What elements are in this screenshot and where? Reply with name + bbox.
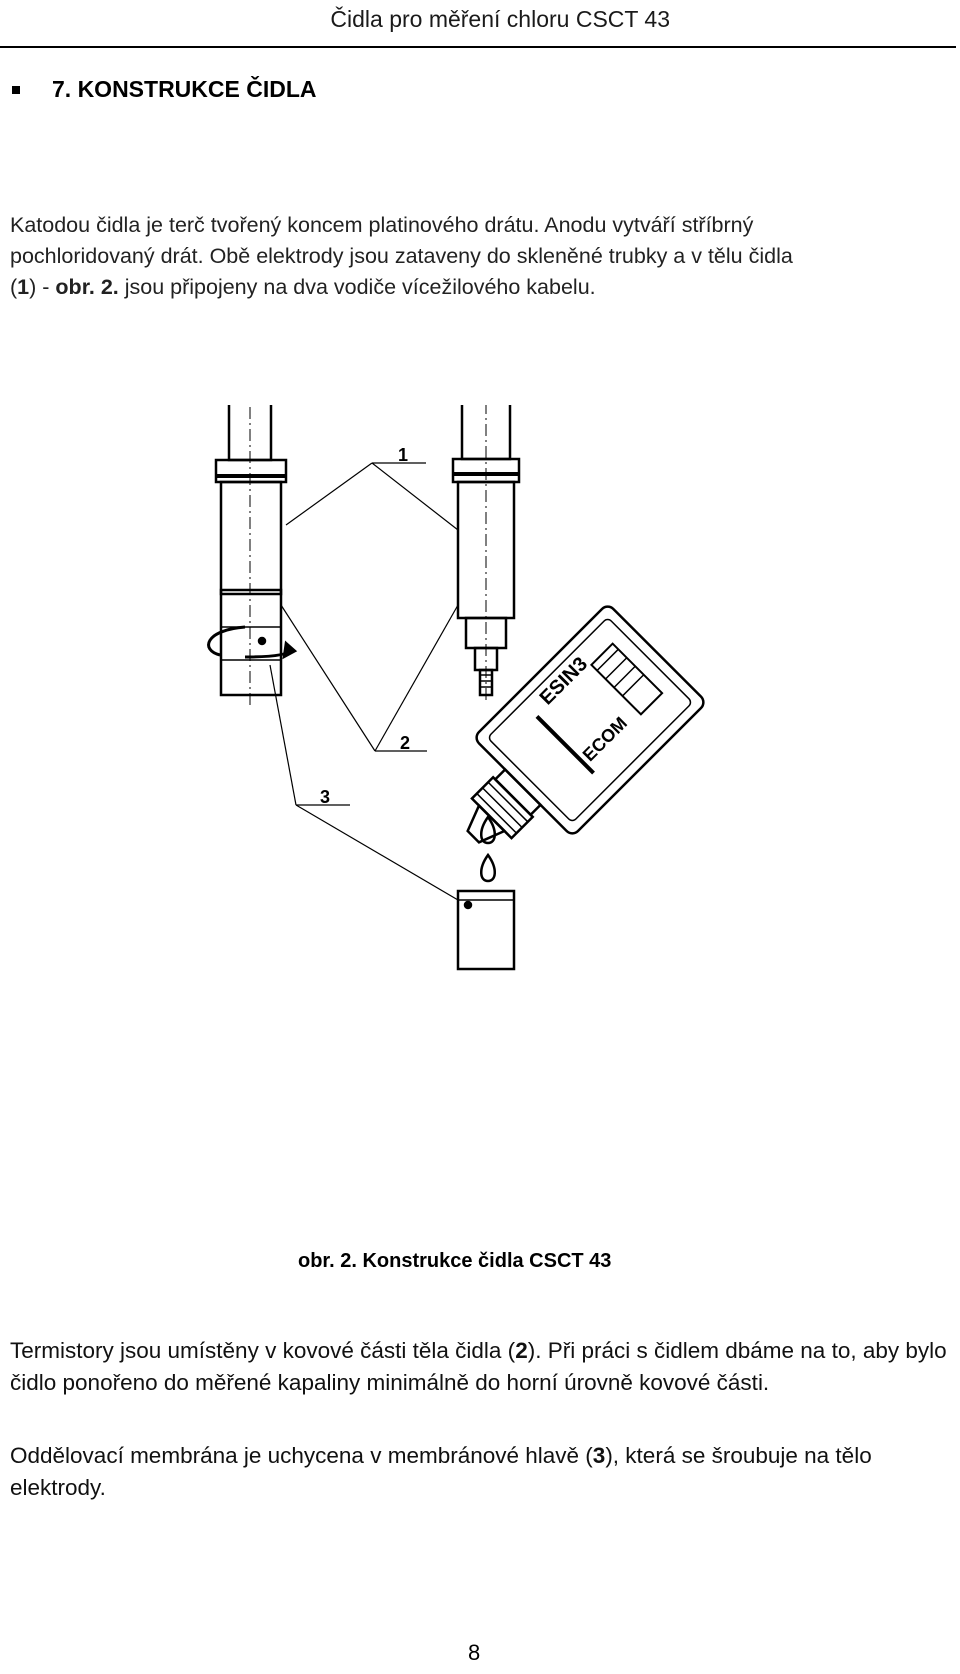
section-heading: 7. KONSTRUKCE ČIDLA (12, 76, 317, 103)
left-sensor-drawing (207, 405, 298, 705)
intro-line-2: pochloridovaný drát. Obě elektrody jsou … (10, 244, 793, 268)
figure-caption: obr. 2. Konstrukce čidla CSCT 43 (298, 1250, 612, 1272)
square-bullet-icon (12, 85, 20, 94)
drop-icon (480, 852, 496, 883)
right-sensor-drawing (451, 405, 521, 700)
membrane-head-drawing (456, 889, 516, 971)
page-number: 8 (468, 1640, 481, 1665)
ref-number-3: 3 (592, 1443, 606, 1468)
figure-ref: obr. 2. (55, 275, 119, 299)
membrane-paragraph: Oddělovací membrána je uchycena v membrá… (10, 1443, 872, 1500)
section-title: 7. KONSTRUKCE ČIDLA (52, 76, 317, 102)
intro-line-1: Katodou čidla je terč tvořený koncem pla… (10, 210, 950, 241)
header-rule (0, 46, 956, 48)
thermistor-paragraph: Termistory jsou umístěny v kovové části … (10, 1338, 947, 1395)
callout-label-3: 3 (320, 787, 330, 807)
intro-line-1-text: Katodou čidla je terč tvořený koncem pla… (10, 213, 676, 237)
intro-line-3: (1) - obr. 2. jsou připojeny na dva vodi… (10, 275, 596, 299)
ref-number-2: 2 (515, 1338, 528, 1363)
reagent-bottle-drawing (466, 605, 705, 844)
ref-number-1: 1 (17, 275, 30, 299)
callout-lines (269, 462, 459, 901)
sensor-construction-figure: 1 2 3 ESIN3 ECOM (207, 405, 705, 971)
running-header: Čidla pro měření chloru CSCT 43 (330, 6, 670, 32)
callout-label-2: 2 (400, 733, 410, 753)
intro-line-1-end: stříbrný (681, 213, 754, 237)
callout-label-1: 1 (398, 445, 408, 465)
drop-icon (480, 814, 496, 845)
bottle-label-2: ECOM (579, 713, 631, 765)
intro-paragraph: Katodou čidla je terč tvořený koncem pla… (10, 210, 950, 303)
